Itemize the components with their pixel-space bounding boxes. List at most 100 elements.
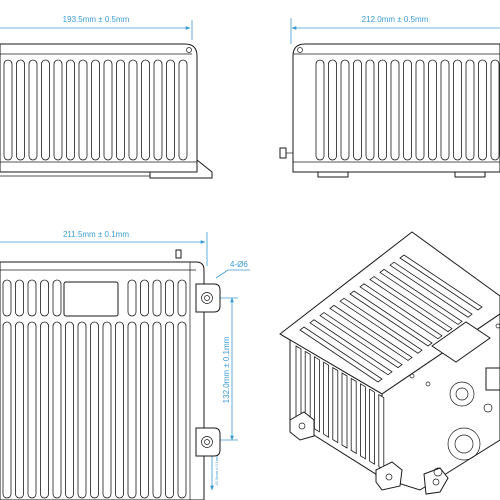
mount-ear-top [195, 283, 221, 313]
bottom-left-view: 211.5mm ± 0.1mm 4-Ø6 132.0mm ± 0.1mm 42.… [0, 230, 250, 500]
heatsink-fin [490, 59, 500, 161]
heatsink-fin [314, 356, 320, 433]
heatsink-fin [127, 279, 137, 317]
heatsink-fin [323, 361, 329, 438]
iso-foot-right [423, 467, 449, 495]
bottom-left-dimension-label: 211.5mm ± 0.1mm [63, 230, 129, 239]
heatsink-fin [65, 321, 74, 499]
top-right-dimension-label: 212.0mm ± 0.5mm [362, 15, 429, 24]
heatsink-fin [328, 59, 337, 161]
heatsink-fin [369, 276, 453, 333]
heatsink-fin [128, 59, 138, 161]
heatsink-fin [2, 321, 12, 499]
heatsink-fin [369, 388, 375, 465]
mount-ear-bottom [195, 427, 221, 457]
heatsink-fin [350, 377, 357, 455]
heatsink-fin [66, 59, 75, 161]
heatsink-fin [379, 268, 463, 325]
heatsink-fin [78, 59, 88, 161]
heatsink-fin [295, 345, 302, 422]
heatsink-fin [152, 279, 162, 317]
heatsink-fin [177, 321, 187, 499]
heatsink-fin [389, 261, 473, 318]
heatsink-fin [399, 254, 483, 311]
heatsink-fin [52, 321, 62, 499]
top-left-dimension-label: 193.5mm ± 0.5mm [63, 15, 130, 24]
heatsink-fin [102, 321, 112, 499]
top-left-view: 193.5mm ± 0.5mm [0, 15, 213, 179]
top-right-knob [279, 147, 287, 159]
heatsink-fin [153, 59, 163, 161]
heatsink-fin [27, 321, 37, 499]
heatsink-fin [339, 297, 423, 354]
heatsink-fin [378, 393, 385, 471]
heatsink-fin [329, 304, 413, 361]
heatsink-fin [403, 59, 412, 161]
heatsink-fin [40, 279, 49, 317]
heatsink-fin [27, 279, 37, 317]
heatsink-fin [141, 59, 150, 161]
heatsink-fin [3, 59, 13, 161]
heatsink-fin [440, 59, 450, 161]
heatsink-fin [103, 59, 113, 161]
heatsink-fin [91, 59, 100, 161]
iso-connector-bottom [447, 427, 481, 461]
heatsink-fin [353, 59, 362, 161]
heatsink-fin [115, 321, 124, 499]
heatsink-fin [90, 321, 99, 499]
heatsink-fin [53, 59, 63, 161]
heatsink-fin [116, 59, 125, 161]
heatsink-fin [428, 59, 437, 161]
height-dimension-label: 132.0mm ± 0.1mm [222, 336, 231, 403]
heatsink-fin [340, 59, 350, 161]
heatsink-fin [315, 59, 325, 161]
heatsink-fin [40, 321, 49, 499]
iso-label-plate [431, 321, 491, 363]
heatsink-fin [349, 290, 433, 347]
heatsink-fin [478, 59, 487, 161]
heatsink-fin [127, 321, 137, 499]
heatsink-fin [41, 59, 50, 161]
top-left-foot [149, 158, 213, 179]
heatsink-fin [166, 59, 175, 161]
heatsink-fin [360, 383, 366, 460]
heatsink-fin [52, 279, 62, 317]
heatsink-fin [16, 59, 25, 161]
heatsink-fin [28, 59, 38, 161]
label-plate [63, 281, 119, 317]
iso-connector-top [449, 381, 475, 407]
heatsink-fin [152, 321, 162, 499]
hole-spec-label: 4-Ø6 [230, 260, 248, 269]
heatsink-fin [165, 279, 174, 317]
heatsink-fin [15, 279, 24, 317]
heatsink-fin [378, 59, 387, 161]
heatsink-fin [178, 59, 188, 161]
heatsink-fin [2, 279, 12, 317]
heatsink-fin [465, 59, 475, 161]
heatsink-fin [140, 321, 149, 499]
heatsink-fin [415, 59, 425, 161]
heatsink-fin [453, 59, 462, 161]
heatsink-fin [299, 326, 383, 383]
hole-spec-leader [215, 269, 229, 279]
isometric-view [279, 231, 500, 495]
heatsink-fin [15, 321, 24, 499]
heatsink-fin [319, 312, 403, 369]
heatsink-fin [390, 59, 400, 161]
heatsink-fin [309, 319, 393, 376]
heatsink-fin [365, 59, 375, 161]
top-right-foot-2 [454, 171, 486, 178]
iso-foot-center [375, 461, 403, 491]
iso-terminal-block [485, 367, 500, 391]
small-dimension-label: 42.0mm ± 0.1mm [214, 454, 219, 486]
iso-foot-left [289, 411, 315, 441]
heatsink-fin [77, 321, 87, 499]
heatsink-fin [332, 366, 339, 444]
heatsink-fin [341, 372, 348, 449]
heatsink-fin [177, 279, 187, 317]
top-right-foot-1 [317, 171, 349, 178]
top-right-view: 212.0mm ± 0.5mm [279, 15, 500, 178]
heatsink-fin [140, 279, 149, 317]
heatsink-fin [165, 321, 174, 499]
